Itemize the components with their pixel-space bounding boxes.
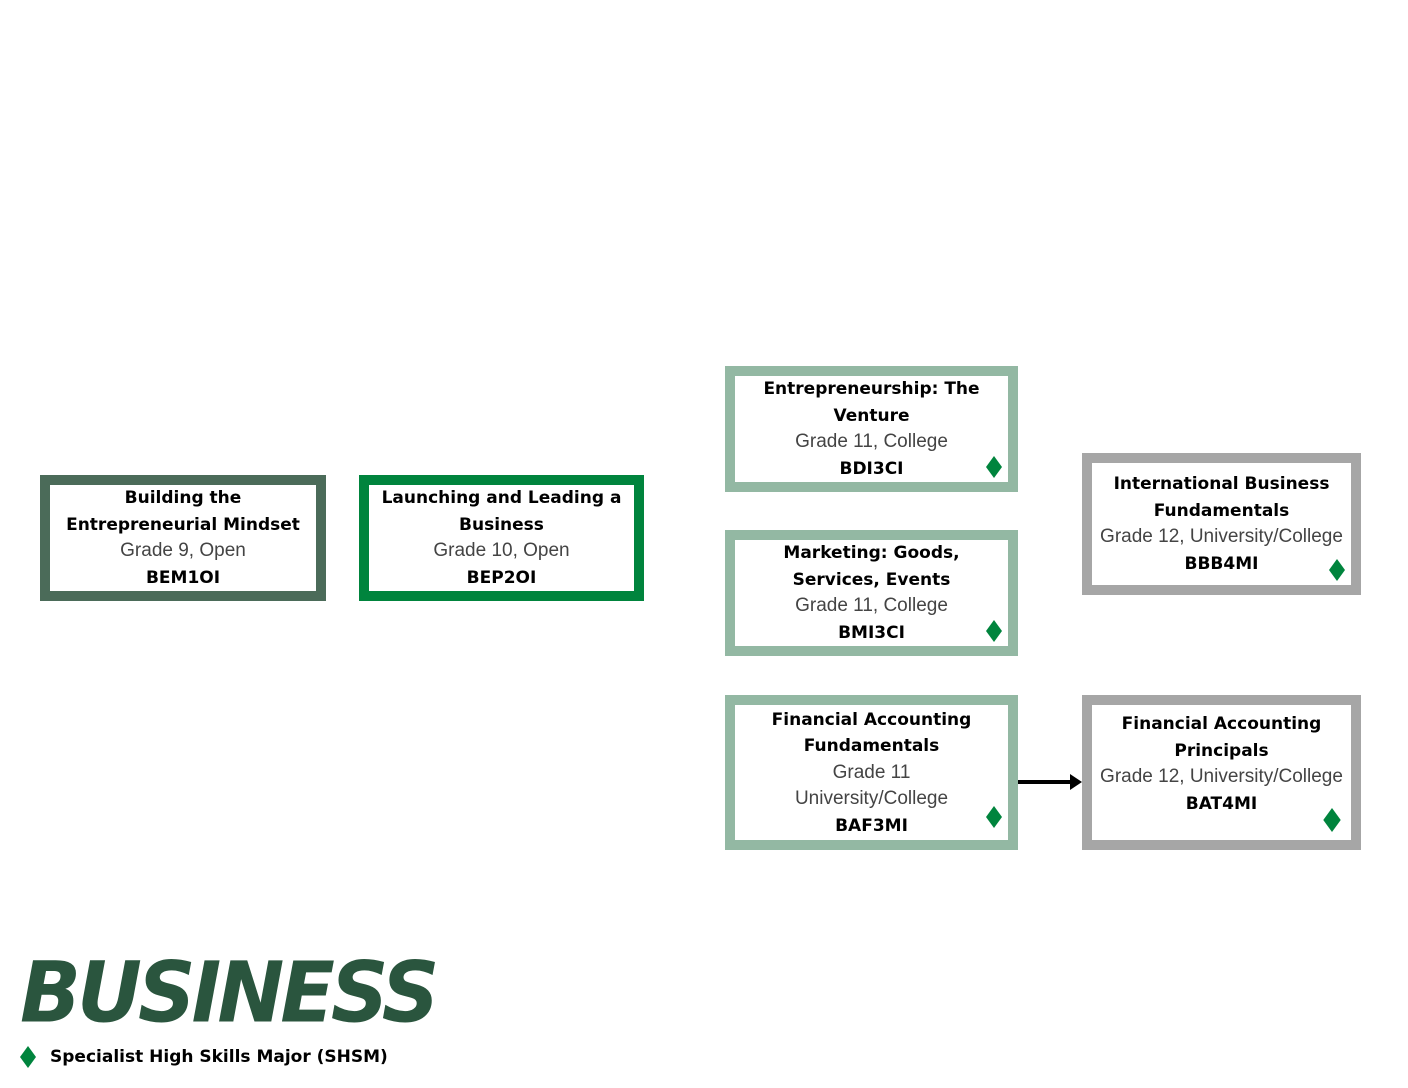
diamond-icon bbox=[986, 456, 1002, 478]
course-grade: Grade 9, Open bbox=[120, 540, 246, 562]
diamond-icon bbox=[986, 620, 1002, 642]
course-grade: Grade 11 University/College bbox=[794, 761, 949, 810]
legend-label: Specialist High Skills Major (SHSM) bbox=[50, 1047, 388, 1067]
course-code: BDI3CI bbox=[839, 458, 904, 479]
course-box-bat4mi: Financial Accounting Principals Grade 12… bbox=[1082, 695, 1361, 850]
course-box-bep2oi: Launching and Leading a Business Grade 1… bbox=[359, 475, 644, 601]
course-grade: Grade 11, College bbox=[795, 595, 948, 617]
course-code: BEM1OI bbox=[145, 567, 221, 588]
course-box-bmi3ci: Marketing: Goods, Services, Events Grade… bbox=[725, 530, 1018, 656]
course-grade: Grade 12, University/College bbox=[1100, 526, 1343, 548]
course-grade: Grade 12, University/College bbox=[1100, 766, 1343, 787]
course-box-bbb4mi: International Business Fundamentals Grad… bbox=[1082, 453, 1361, 595]
diamond-icon bbox=[1329, 559, 1345, 581]
course-grade: Grade 10, Open bbox=[433, 540, 570, 562]
course-title: Marketing: Goods, Services, Events bbox=[783, 543, 960, 590]
course-code: BMI3CI bbox=[838, 622, 905, 643]
course-grade: Grade 11, College bbox=[795, 431, 948, 453]
course-title: International Business Fundamentals bbox=[1113, 474, 1330, 521]
course-title: Launching and Leading a Business bbox=[381, 488, 622, 535]
course-title: Entrepreneurship: The Venture bbox=[763, 379, 980, 426]
arrow-connector bbox=[1018, 774, 1082, 790]
course-title: Financial Accounting Principals bbox=[1121, 714, 1322, 761]
course-code: BBB4MI bbox=[1184, 553, 1259, 574]
diamond-icon bbox=[986, 806, 1002, 828]
course-box-bdi3ci: Entrepreneurship: The Venture Grade 11, … bbox=[725, 366, 1018, 492]
course-box-bem1oi: Building the Entrepreneurial Mindset Gra… bbox=[40, 475, 326, 601]
course-box-baf3mi: Financial Accounting Fundamentals Grade … bbox=[725, 695, 1018, 850]
course-title: Building the Entrepreneurial Mindset bbox=[66, 488, 300, 535]
course-code: BAF3MI bbox=[835, 815, 908, 836]
diamond-icon bbox=[1323, 808, 1341, 832]
course-title: Financial Accounting Fundamentals bbox=[771, 709, 972, 757]
course-code: BAT4MI bbox=[1185, 793, 1258, 814]
business-logo: BUSINESS bbox=[20, 943, 439, 1042]
diamond-icon bbox=[20, 1046, 36, 1068]
legend: Specialist High Skills Major (SHSM) bbox=[20, 1046, 388, 1068]
course-code: BEP2OI bbox=[466, 567, 537, 588]
